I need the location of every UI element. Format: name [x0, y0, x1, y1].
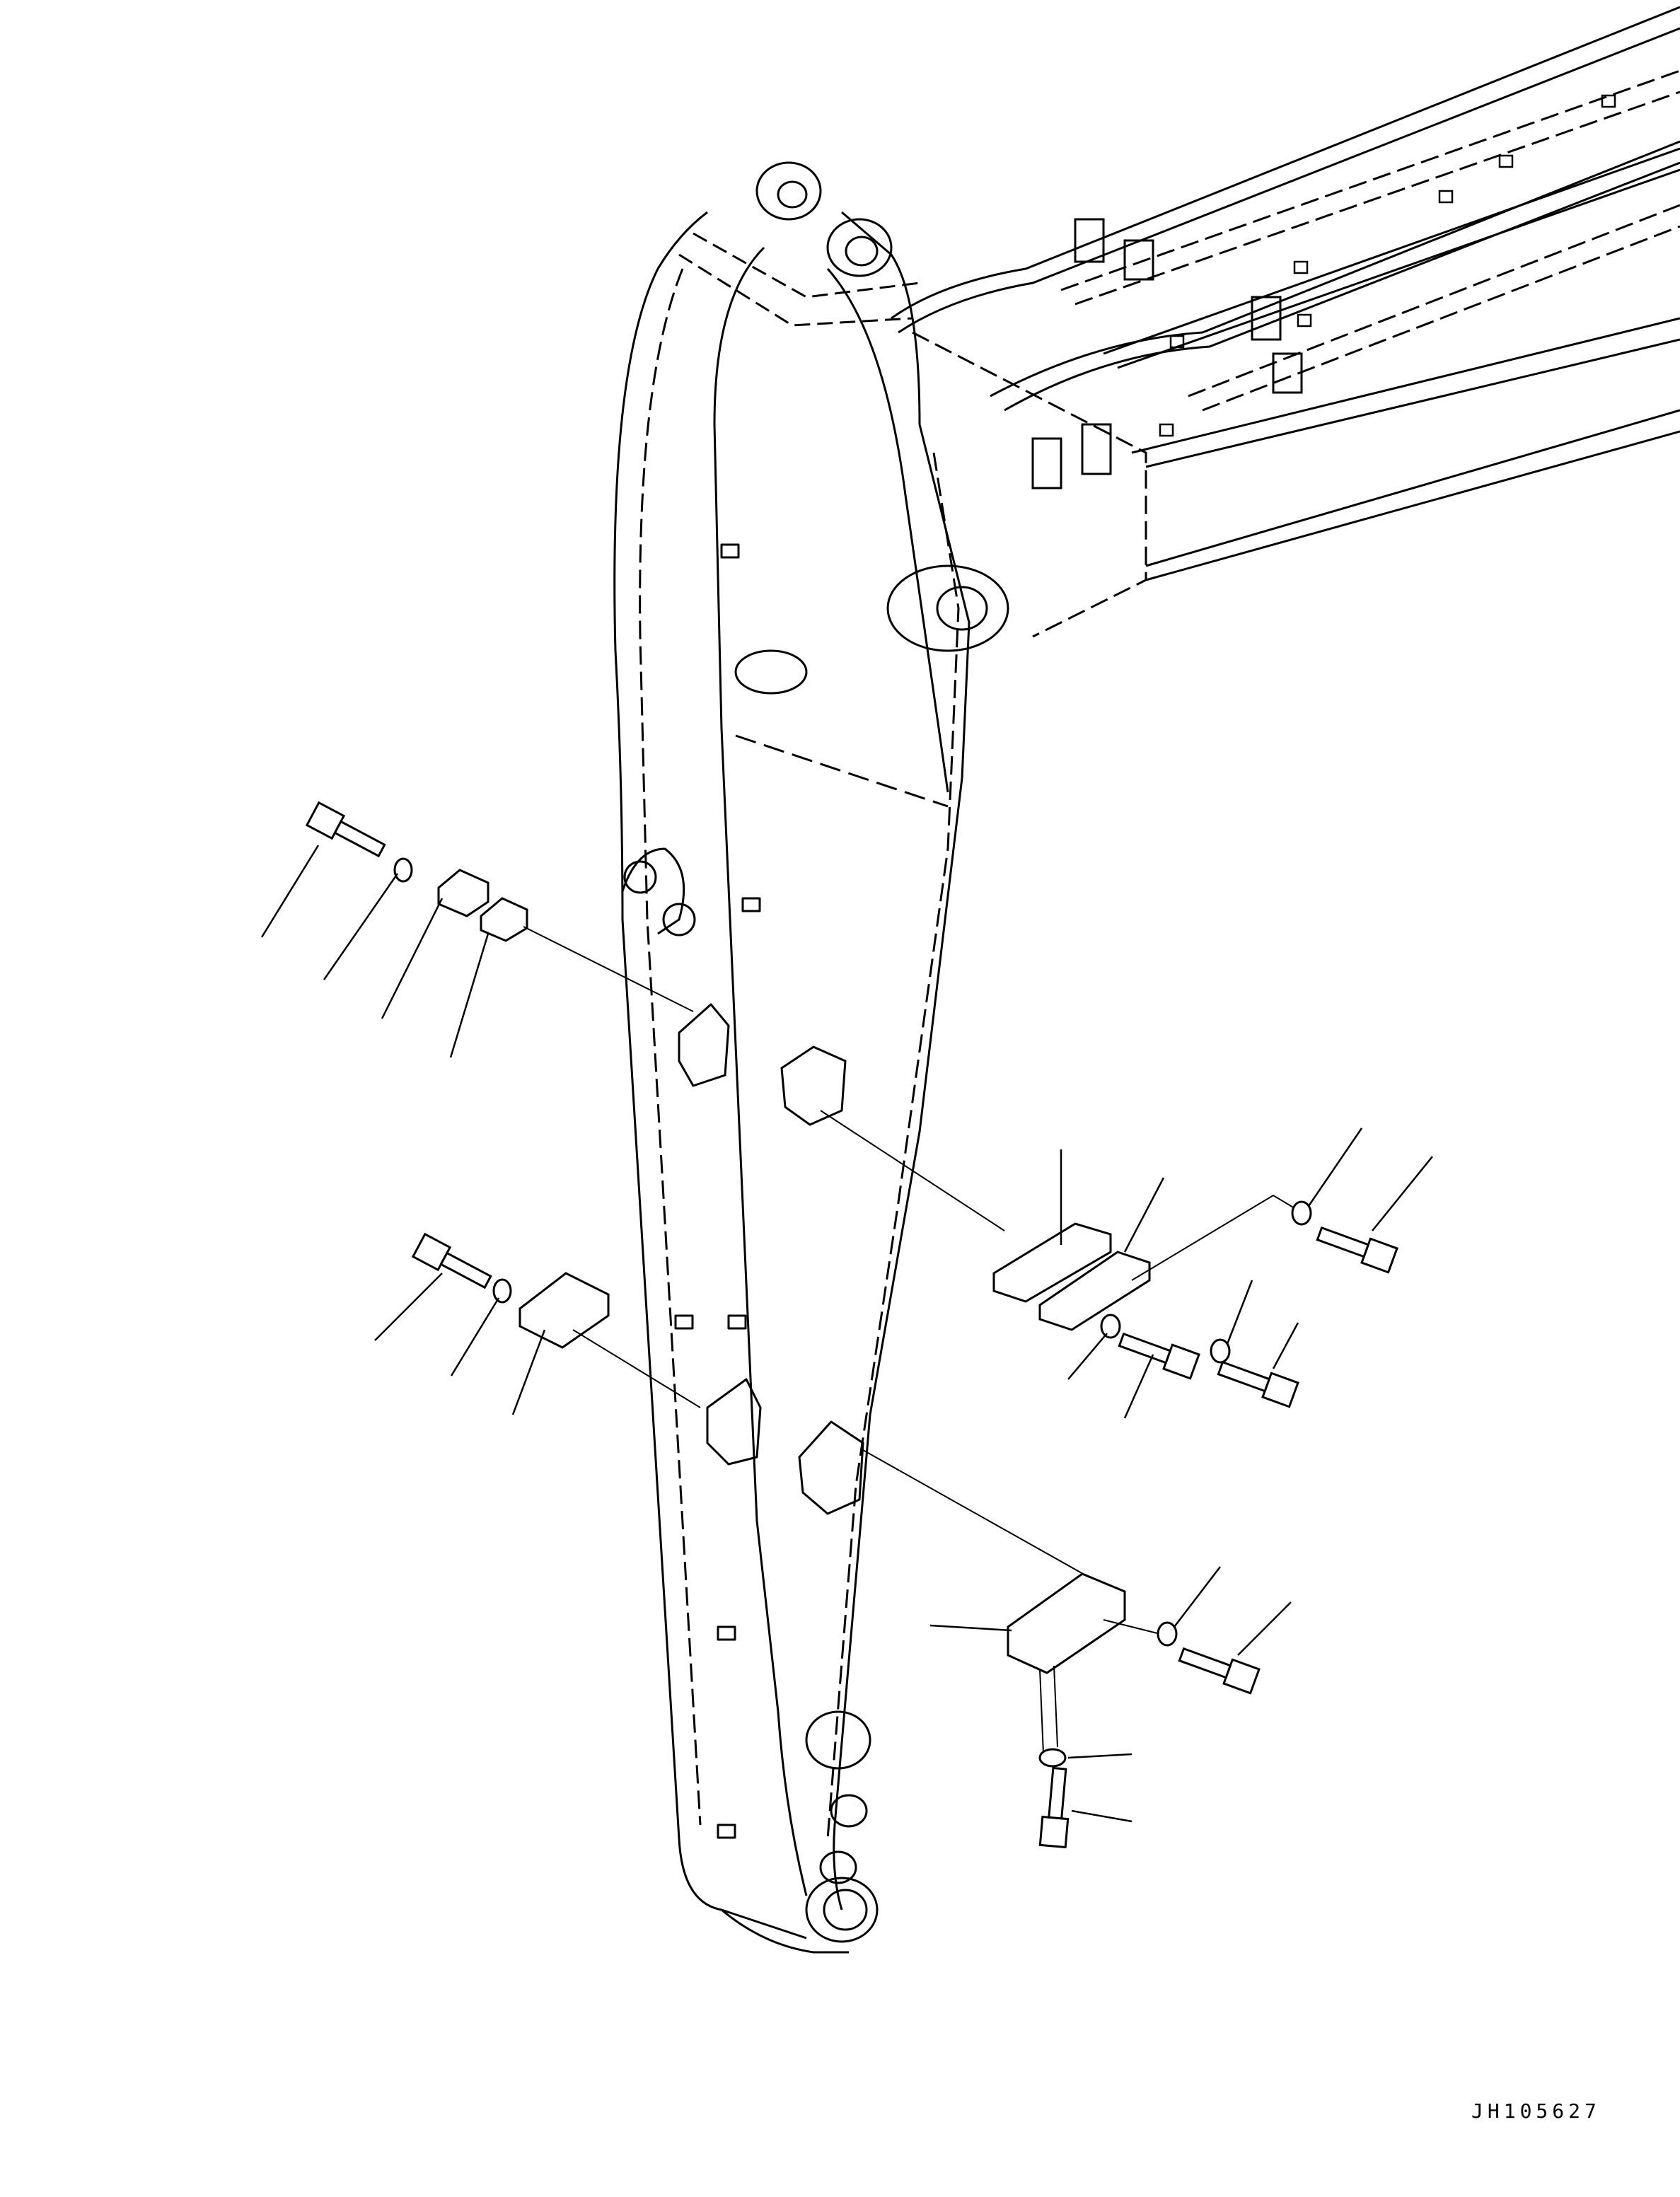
callout-leader [511, 1329, 546, 1415]
callout-leader [1226, 1280, 1253, 1345]
callout-leader [929, 1624, 1012, 1632]
washer-icon [492, 1278, 512, 1304]
clamp-group-right-middle [820, 1110, 1398, 1408]
line-bracket-bolts [1159, 94, 1616, 437]
assembly-line [1131, 1194, 1309, 1281]
assembly-line [523, 926, 694, 1012]
side-bracket-hole-2 [662, 903, 696, 937]
callout-leader [1174, 1566, 1221, 1628]
valve-block [1031, 437, 1062, 489]
callout-leader [260, 845, 320, 938]
bolt-icon [1038, 1766, 1070, 1849]
callout-leader [374, 1273, 443, 1341]
washer-icon [1100, 1314, 1121, 1339]
callout-leader [1067, 1333, 1108, 1380]
bolt-icon [411, 1232, 492, 1289]
lower-eye-outer [805, 1877, 879, 1943]
assembly-line [572, 1329, 701, 1408]
lower-boss-3 [819, 1850, 857, 1884]
clip-bracket [720, 543, 740, 559]
top-boss-right [826, 218, 893, 277]
manifold-block-icon [1007, 1572, 1126, 1674]
callout-leader [449, 933, 489, 1058]
top-boss-left-hole [777, 180, 808, 209]
arm-assembly [613, 161, 1009, 1954]
clamp-bar-icon [1038, 1251, 1151, 1331]
hydraulic-lines [891, 6, 1680, 638]
assembly-line [862, 1449, 1090, 1578]
bolt-icon [1178, 1647, 1261, 1695]
cylinder-pin-boss [886, 564, 1009, 652]
arm-section-line [735, 734, 949, 808]
arm-hidden-line-2 [826, 452, 960, 1840]
pipe-clamp [1123, 239, 1154, 281]
side-bracket-hole-1 [623, 860, 657, 894]
cylinder-pin [936, 586, 988, 631]
mounting-pad-lower-right [798, 1420, 864, 1515]
clip-bracket [717, 1625, 736, 1641]
arm-outline-left [613, 211, 807, 1940]
drawing-reference-code: JH105627 [1471, 2099, 1601, 2123]
bolt-icon [1217, 1360, 1299, 1408]
arm-inner-edge-2 [826, 268, 949, 793]
valve-block [1081, 423, 1112, 475]
arm-hidden-line-1 [639, 268, 702, 1826]
bolt-icon [1316, 1226, 1398, 1274]
top-boss-right-hole [845, 236, 879, 267]
washer-icon [1157, 1621, 1178, 1647]
pipe-clamp [1272, 352, 1303, 394]
callout-leader [381, 898, 444, 1019]
bolt-icon [1118, 1332, 1200, 1380]
pipe-clamp [1251, 296, 1282, 341]
lower-eye-inner [823, 1889, 868, 1931]
callout-leader [323, 873, 399, 980]
callout-leaders [260, 845, 1433, 1823]
top-hidden-band [693, 232, 920, 298]
clamp-bar-icon [992, 1222, 1112, 1303]
callout-leader [1237, 1601, 1292, 1656]
mounting-pad-upper-right [780, 1045, 847, 1126]
washer-icon [1210, 1338, 1231, 1364]
washer-icon [1038, 1748, 1067, 1768]
callout-leader [1272, 1322, 1299, 1369]
mounting-pad-upper-left [678, 1003, 730, 1087]
callout-leader [1307, 1128, 1363, 1207]
top-boss-left [755, 161, 822, 221]
mount-plate-icon [519, 1272, 610, 1349]
washer-icon [1291, 1200, 1312, 1226]
pipe-clamp [1074, 218, 1105, 263]
washer-icon [393, 857, 413, 883]
inspection-plate [734, 649, 808, 695]
lower-boss-1 [805, 1710, 871, 1770]
clamp-half-icon [437, 869, 489, 917]
callout-leader [1067, 1753, 1132, 1759]
clip-bracket [674, 1314, 694, 1330]
callout-leader [1123, 1354, 1154, 1419]
callout-leader [1123, 1177, 1165, 1253]
block-group-lower-right [862, 1449, 1261, 1849]
callout-leader [450, 1297, 500, 1376]
assembly-line [1039, 1665, 1058, 1755]
clip-bracket [741, 897, 761, 912]
clip-bracket [727, 1314, 747, 1330]
callout-leader [1372, 1156, 1433, 1231]
assembly-line [820, 1110, 1005, 1231]
bolt-icon [305, 801, 386, 858]
mounting-pad-lower-left [706, 1378, 762, 1466]
side-bracket-upper [621, 847, 685, 935]
callout-leader [1071, 1809, 1132, 1823]
assembly-line [1103, 1619, 1161, 1635]
clamp-group-upper-left [305, 801, 694, 1012]
arm-bottom-edge [721, 1908, 849, 1954]
arm-inner-edge-1 [713, 246, 808, 1896]
clip-bracket [717, 1824, 736, 1839]
lower-boss-2 [830, 1794, 868, 1828]
plate-group-left [411, 1232, 701, 1408]
